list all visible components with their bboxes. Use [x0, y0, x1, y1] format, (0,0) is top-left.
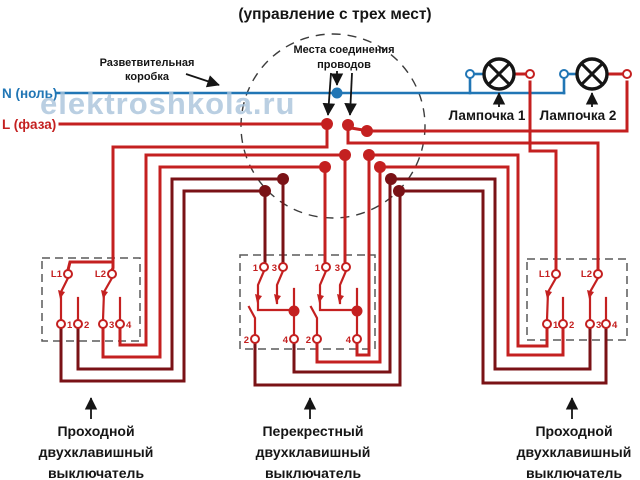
phase-label: L (фаза)	[2, 117, 56, 132]
switch-left-caption: Проходной двухклавишный выключатель	[39, 423, 154, 480]
lamp-2	[559, 57, 632, 91]
connection-points-label: Места соединения	[293, 44, 394, 56]
svg-text:двухклавишный: двухклавишный	[39, 444, 154, 460]
switch-middle-caption: Перекрестный двухклавишный выключатель	[256, 423, 371, 480]
junction-box-outline	[240, 33, 426, 219]
terminal-label: 1	[553, 320, 559, 331]
switch-terminals	[56, 262, 611, 344]
svg-text:выключатель: выключатель	[265, 465, 362, 480]
junction-box-label: коробка	[125, 71, 170, 83]
terminal-label: 3	[272, 263, 277, 274]
page-title: (управление с трех мест)	[238, 6, 431, 23]
lamp2-label: Лампочка 2	[540, 108, 617, 123]
connection-point-arrow	[344, 72, 357, 116]
terminal-label: 2	[569, 320, 574, 331]
terminal-label: L2	[581, 269, 592, 280]
annotation-arrows	[84, 71, 599, 419]
lamp1-label: Лампочка 1	[449, 108, 526, 123]
svg-text:Проходной: Проходной	[57, 423, 134, 439]
connection-points-label: проводов	[317, 59, 371, 71]
svg-text:двухклавишный: двухклавишный	[256, 444, 371, 460]
wire-connection-dots	[259, 118, 405, 317]
terminal-label: 4	[126, 320, 132, 331]
terminal-label: 4	[612, 320, 618, 331]
lever-ticks	[58, 290, 594, 303]
neutral-label: N (ноль)	[2, 86, 57, 101]
svg-text:Перекрестный: Перекрестный	[262, 423, 363, 439]
switch-box-middle	[239, 254, 376, 350]
svg-text:выключатель: выключатель	[48, 465, 145, 480]
connection-point-arrow	[322, 72, 336, 116]
terminal-label: 3	[335, 263, 340, 274]
neutral-junction-dot	[331, 87, 343, 99]
terminal-label: L1	[51, 269, 63, 280]
watermark: elektroshkola.ru	[40, 86, 295, 121]
terminal-label: 3	[109, 320, 114, 331]
terminal-label: 3	[596, 320, 601, 331]
terminal-label: L1	[539, 269, 551, 280]
svg-text:Проходной: Проходной	[535, 423, 612, 439]
switch-right-caption: Проходной двухклавишный выключатель	[517, 423, 632, 480]
terminal-label: 2	[84, 320, 89, 331]
svg-text:двухклавишный: двухклавишный	[517, 444, 632, 460]
terminal-label: 1	[253, 263, 259, 274]
junction-box-label: Разветвительная	[100, 57, 195, 69]
lamp-1	[465, 57, 535, 91]
terminal-label: 2	[244, 335, 249, 346]
junction-box-arrow	[185, 73, 220, 88]
terminal-label: L2	[95, 269, 106, 280]
terminal-label: 2	[306, 335, 311, 346]
terminal-label: 4	[346, 335, 352, 346]
phase-wires-dark	[59, 177, 608, 387]
terminal-label: 1	[67, 320, 73, 331]
terminal-label: 4	[283, 335, 289, 346]
terminal-label: 1	[315, 263, 321, 274]
svg-text:выключатель: выключатель	[526, 465, 623, 480]
